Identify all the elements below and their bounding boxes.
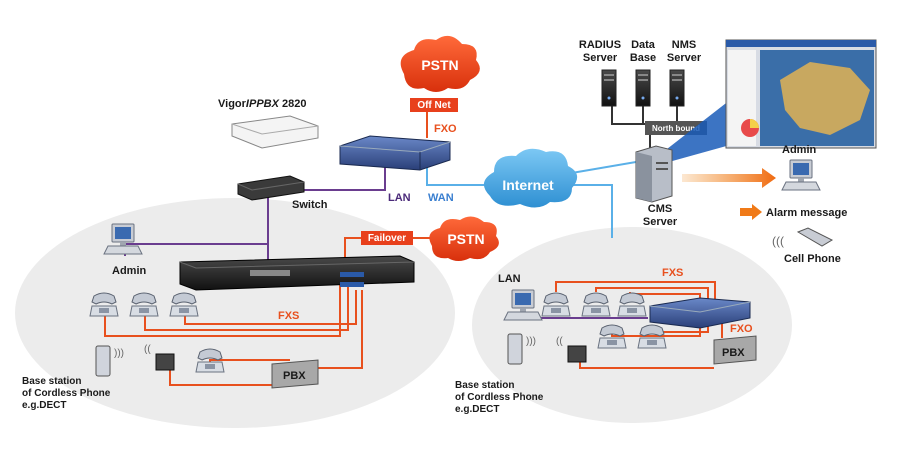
connection-lines [104,106,723,386]
left-fxs-phones: FXS [89,292,299,322]
vigor-device-title: VigorIPPBX 2820 [218,98,319,149]
failover-tag: Failover [361,231,413,245]
wan-label: WAN [428,192,454,204]
dect-base-icon [155,353,175,371]
pstn-failover-label: PSTN [447,231,484,247]
right-admin-pc: Admin [781,144,821,191]
left-base-station-line-1: Base station [22,376,81,387]
left-admin-label: Admin [112,265,147,277]
right-base-station-line-3: e.g.DECT [455,404,499,415]
signal-icon: (( [144,344,151,355]
desktop-computer-icon [781,159,821,191]
left-pbx-label: PBX [283,370,306,382]
right-site-zone [472,227,792,423]
radius-server: RADIUS Server [579,39,621,107]
right-base-station-line-1: Base station [455,380,514,391]
north-bound-label: North bound [652,124,700,133]
vigor-title: VigorIPPBX 2820 [218,98,306,110]
off-net-tag: Off Net [410,98,458,112]
alarm-arrow [682,168,776,188]
alarm-message-label: Alarm message [766,207,847,219]
database-server: Data Base [630,39,656,107]
nms-label-2: Server [667,52,702,64]
left-admin-pc: Admin [103,223,147,277]
right-lan-label: LAN [498,273,521,285]
dect-base-icon [567,345,587,363]
nms-server: NMS Server [667,39,702,107]
database-label-2: Base [630,52,656,64]
vigor-router-top [339,135,451,171]
database-label-1: Data [631,39,656,51]
right-pbx: PBX [713,335,757,365]
server-tower-icon [635,69,651,107]
cell-phone: ((( Cell Phone [772,227,841,265]
ippbx-device-icon [179,255,415,291]
pstn-top-label: PSTN [421,57,458,73]
cms-label-1: CMS [648,203,672,215]
left-pbx: PBX [271,359,319,389]
ippbx-main-unit [179,255,415,291]
fxo-top-label: FXO [434,123,457,135]
off-net-label: Off Net [417,100,451,111]
server-tower-icon [601,69,617,107]
router-icon [339,135,451,171]
radius-label-2: Server [583,52,618,64]
cms-label-2: Server [643,216,678,228]
alarm-legend: Alarm message [740,204,847,220]
router-icon [649,297,751,329]
right-lan-pc: LAN [498,273,543,321]
signal-icon: ))) [114,348,124,359]
pbx-box-icon [713,335,757,365]
right-base-station-line-2: of Cordless Phone [455,392,544,403]
internet-label: Internet [502,177,554,193]
server-tower-icon [669,69,685,107]
lan-label: LAN [388,192,411,204]
network-switch: Switch [237,175,328,211]
right-admin-label: Admin [782,144,817,156]
nms-label-1: NMS [672,39,696,51]
cell-phone-icon [796,227,834,247]
left-pbx-phones: (( [144,344,225,373]
right-fxo-label: FXO [730,323,753,335]
radius-label-1: RADIUS [579,39,621,51]
failover-label: Failover [368,233,406,244]
right-base-station: ))) (( Base station of Cordless Phone e.… [455,333,587,415]
switch-label: Switch [292,199,328,211]
pbx-box-icon [271,359,319,389]
right-fxs-label: FXS [662,267,683,279]
signal-icon: ((( [772,234,784,248]
left-fxs-label: FXS [278,310,299,322]
right-pbx-label: PBX [722,347,745,359]
left-base-station-line-2: of Cordless Phone [22,388,111,399]
right-fxs-phones: FXS [541,267,683,349]
cordless-phone-icon [95,345,111,377]
cordless-phone-icon [507,333,523,365]
signal-icon: ))) [526,336,536,347]
internet-cloud: Internet [483,148,578,208]
pstn-cloud-top: PSTN [400,35,480,92]
left-base-station-line-3: e.g.DECT [22,400,66,411]
cell-phone-label: Cell Phone [784,253,841,265]
cms-server: CMS Server [635,145,678,228]
arrow-icon [740,204,762,220]
right-vigor-router: FXO [649,297,753,335]
cms-screenshot [725,39,877,149]
pstn-cloud-failover: PSTN [429,216,499,261]
network-switch-icon [237,175,305,201]
signal-icon: (( [556,336,563,347]
left-base-station: ))) Base station of Cordless Phone e.g.D… [22,345,124,411]
